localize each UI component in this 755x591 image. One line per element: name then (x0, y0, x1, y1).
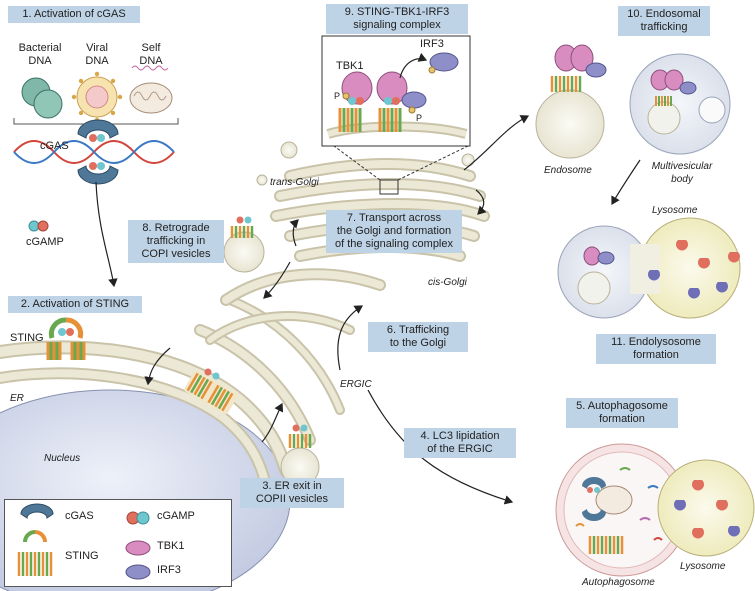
legend-sting-label: STING (65, 550, 99, 562)
legend-sting-icon (17, 530, 53, 576)
legend-cgas-icon (20, 503, 54, 519)
ergic-label: ERGIC (340, 379, 372, 390)
phospho-label-2: P (416, 113, 423, 123)
sting-er-icon (46, 317, 86, 360)
dna-helix-icon (13, 140, 175, 164)
bacterial-dna-icon (21, 77, 63, 119)
sting-cluster-er (184, 368, 238, 415)
legend-tbk1-label: TBK1 (157, 540, 185, 552)
legend-cgas-label: cGAS (65, 510, 94, 522)
lysosome-bottom-label: Lysosome (680, 561, 726, 572)
step-2-label: 2. Activation of STING (8, 296, 142, 313)
er-label: ER (10, 393, 24, 404)
legend-tbk1-icon (125, 540, 151, 556)
signaling-complex-icon (326, 52, 468, 139)
nucleus-label: Nucleus (44, 453, 81, 464)
legend: cGAS cGAMP STING TBK1 IRF3 (4, 499, 232, 587)
legend-irf3-label: IRF3 (157, 564, 181, 576)
self-dna-icon (129, 65, 173, 114)
legend-irf3-icon (125, 564, 151, 580)
cgamp-label: cGAMP (26, 236, 64, 248)
irf3-icon (401, 91, 427, 109)
endosome-label: Endosome (544, 165, 592, 176)
flow-arrows (144, 115, 641, 505)
lysosome-top-label: Lysosome (652, 205, 698, 216)
autophagosome (555, 443, 755, 577)
cis-golgi-label: cis-Golgi (428, 277, 467, 288)
endolysosome (557, 217, 741, 319)
viral-dna-icon (71, 71, 123, 123)
legend-cgamp-icon (126, 511, 150, 525)
irf3-label: IRF3 (420, 38, 444, 50)
cgas-label: cGAS (40, 140, 69, 152)
tbk1-label: TBK1 (336, 60, 364, 72)
ergic-membrane (205, 268, 386, 345)
autophagosome-label: Autophagosome (582, 577, 655, 588)
multivesicular-body (629, 53, 731, 155)
trans-golgi-label: trans-Golgi (270, 177, 319, 188)
phospho-label-1: P (334, 91, 341, 101)
copi-vesicle (223, 216, 265, 273)
sting-label: STING (10, 332, 44, 344)
cgamp-icon (28, 220, 49, 232)
step-1-label: 1. Activation of cGAS (8, 6, 140, 23)
endosome (535, 44, 607, 159)
cgas-dimer-icon (77, 119, 119, 185)
legend-cgamp-label: cGAMP (157, 510, 195, 522)
arrow-icon (95, 181, 118, 288)
